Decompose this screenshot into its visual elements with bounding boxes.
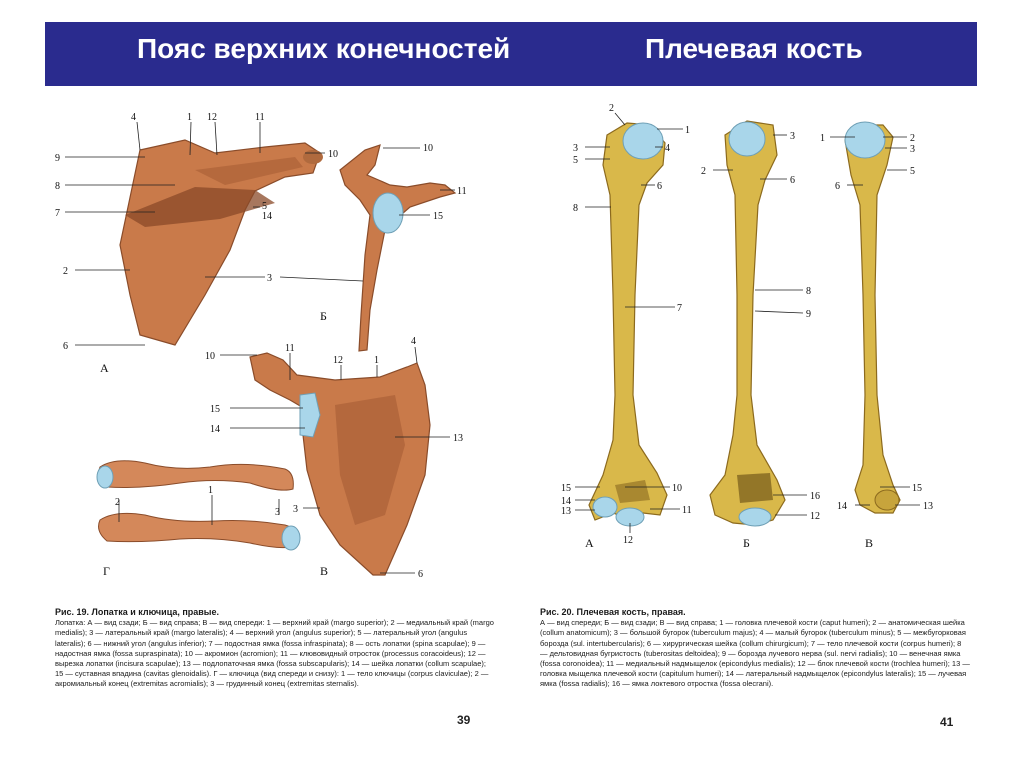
- callout: 7: [55, 208, 60, 219]
- callout: 3: [267, 273, 272, 284]
- callout: 2: [701, 166, 706, 177]
- callout: 2: [910, 133, 915, 144]
- callout: 6: [790, 175, 795, 186]
- view-label-a: А: [100, 361, 109, 375]
- callout: 11: [255, 112, 265, 123]
- scapula-view-b: [339, 144, 457, 352]
- callout: 14: [837, 501, 847, 512]
- callout: 5: [573, 155, 578, 166]
- callouts-view-v: 1 2 3 5 6 15 14 13: [820, 133, 933, 512]
- view-label-a: А: [585, 536, 594, 550]
- view-label-b: Б: [743, 536, 750, 550]
- callout: 4: [131, 112, 136, 123]
- callout: 3: [910, 144, 915, 155]
- caption-title: Рис. 20. Плечевая кость, правая.: [540, 607, 686, 617]
- right-book-page: 2 1 3 4 5 6 8 7 15 10 14 13 11 12 3 2 6 …: [515, 95, 980, 729]
- scapula-view-a: [119, 139, 323, 346]
- callout: 13: [923, 501, 933, 512]
- scapula-view-v: [249, 352, 431, 576]
- callout: 7: [677, 303, 682, 314]
- view-label-v: В: [865, 536, 873, 550]
- callout: 1: [685, 125, 690, 136]
- callout: 2: [63, 266, 68, 277]
- callout: 14: [210, 424, 220, 435]
- callout: 6: [418, 569, 423, 580]
- callouts-view-b: 10 11 15: [423, 143, 467, 222]
- callout: 10: [205, 351, 215, 362]
- callout: 8: [573, 203, 578, 214]
- callouts-view-g: 2 1 3: [115, 485, 280, 518]
- callout: 8: [55, 181, 60, 192]
- callout: 10: [672, 483, 682, 494]
- callout: 9: [806, 309, 811, 320]
- slide-header: Пояс верхних конечностей Плечевая кость: [45, 22, 977, 86]
- callout: 1: [187, 112, 192, 123]
- callout: 6: [657, 181, 662, 192]
- callout: 1: [374, 355, 379, 366]
- humerus-view-b: [709, 120, 786, 527]
- page-number: 39: [457, 713, 471, 727]
- callout: 11: [285, 343, 295, 354]
- callout: 16: [810, 491, 820, 502]
- callout: 11: [682, 505, 692, 516]
- callout: 10: [328, 149, 338, 160]
- callout: 5: [262, 201, 267, 212]
- callout: 8: [806, 286, 811, 297]
- callout: 3: [790, 131, 795, 142]
- callout: 12: [207, 112, 217, 123]
- callout: 12: [623, 535, 633, 546]
- title-left: Пояс верхних конечностей: [137, 33, 511, 64]
- caption-text: А — вид спереди; Б — вид сзади; В — вид …: [540, 618, 970, 689]
- callout: 6: [835, 181, 840, 192]
- callout: 12: [333, 355, 343, 366]
- callouts-view-b: 3 2 6 8 9 16 12: [701, 131, 820, 522]
- callout: 13: [453, 433, 463, 444]
- callout: 5: [910, 166, 915, 177]
- callout: 3: [573, 143, 578, 154]
- callout: 1: [820, 133, 825, 144]
- figure-19-caption: Рис. 19. Лопатка и ключица, правые. Лопа…: [55, 607, 495, 690]
- callout-lines: [65, 121, 455, 574]
- view-label-g: Г: [103, 564, 110, 578]
- callout-lines: [575, 112, 920, 533]
- humerus-view-a: [588, 122, 668, 527]
- callouts-view-a: 4 1 12 11 10 9 8 7 5 14 2 3 6: [55, 112, 338, 352]
- clavicle-view-g: [96, 460, 301, 551]
- caption-title: Рис. 19. Лопатка и ключица, правые.: [55, 607, 220, 617]
- page-number: 41: [940, 715, 954, 729]
- humerus-view-v: [844, 121, 901, 514]
- callout: 15: [912, 483, 922, 494]
- callout: 9: [55, 153, 60, 164]
- callout: 15: [561, 483, 571, 494]
- callout: 11: [457, 186, 467, 197]
- callout: 1: [208, 485, 213, 496]
- callout: 3: [293, 504, 298, 515]
- caption-text: Лопатка: А — вид сзади; Б — вид справа; …: [55, 618, 494, 689]
- title-right: Плечевая кость: [645, 33, 863, 64]
- callout: 12: [810, 511, 820, 522]
- callout: 13: [561, 506, 571, 517]
- callout: 14: [561, 496, 571, 507]
- callout: 6: [63, 341, 68, 352]
- callout: 15: [210, 404, 220, 415]
- callouts-view-v: 10 11 12 1 4 15 14 13 3 6: [205, 336, 463, 580]
- callout: 14: [262, 211, 272, 222]
- callout: 15: [433, 211, 443, 222]
- humerus-figure: 2 1 3 4 5 6 8 7 15 10 14 13 11 12 3 2 6 …: [561, 103, 933, 550]
- callout: 3: [275, 507, 280, 518]
- left-book-page: 4 1 12 11 10 9 8 7 5 14 2 3 6 10 11 15 1…: [45, 95, 505, 727]
- callout: 10: [423, 143, 433, 154]
- callout: 2: [609, 103, 614, 114]
- view-label-b: Б: [320, 309, 327, 323]
- callouts-view-a: 2 1 3 4 5 6 8 7 15 10 14 13 11 12: [561, 103, 692, 546]
- figure-20-caption: Рис. 20. Плечевая кость, правая. А — вид…: [540, 607, 970, 690]
- scapula-clavicle-figure: 4 1 12 11 10 9 8 7 5 14 2 3 6 10 11 15 1…: [55, 112, 467, 580]
- callout: 4: [411, 336, 416, 347]
- callout: 2: [115, 497, 120, 508]
- view-label-v: В: [320, 564, 328, 578]
- callout: 4: [665, 143, 670, 154]
